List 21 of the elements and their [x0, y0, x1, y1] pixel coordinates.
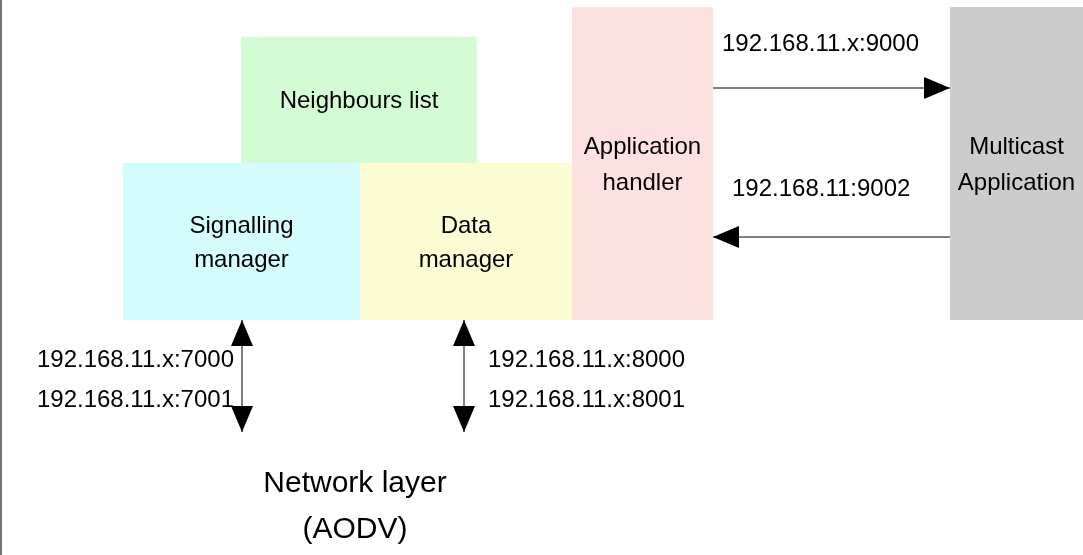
node-label: Network layer (AODV) — [262, 464, 448, 546]
module-box — [950, 7, 1083, 320]
arrow — [712, 77, 951, 99]
edge-label: 192.168.11.x:7000 — [36, 344, 234, 374]
address-label: 192.168.11.x:8001 — [488, 384, 686, 414]
node-label: Data manager — [417, 209, 515, 274]
arrow — [453, 319, 475, 433]
arrow — [712, 226, 951, 248]
node-label: Application handler — [582, 130, 703, 197]
address-label: 192.168.11.x:7001 — [36, 384, 234, 414]
edge-label: 192.168.11:9002 — [732, 173, 911, 203]
node-label: Neighbours list — [278, 85, 440, 115]
edge-label: 192.168.11.x:9000 — [722, 28, 920, 58]
module-box — [123, 163, 360, 320]
module-box — [360, 163, 572, 320]
module-box — [572, 7, 713, 320]
edge-label: 192.168.11.x:8000 — [488, 344, 686, 374]
node-label: Multicast Application — [956, 130, 1077, 197]
arrow — [231, 319, 253, 433]
node-label: Signalling manager — [188, 209, 295, 274]
module-box — [241, 37, 477, 163]
